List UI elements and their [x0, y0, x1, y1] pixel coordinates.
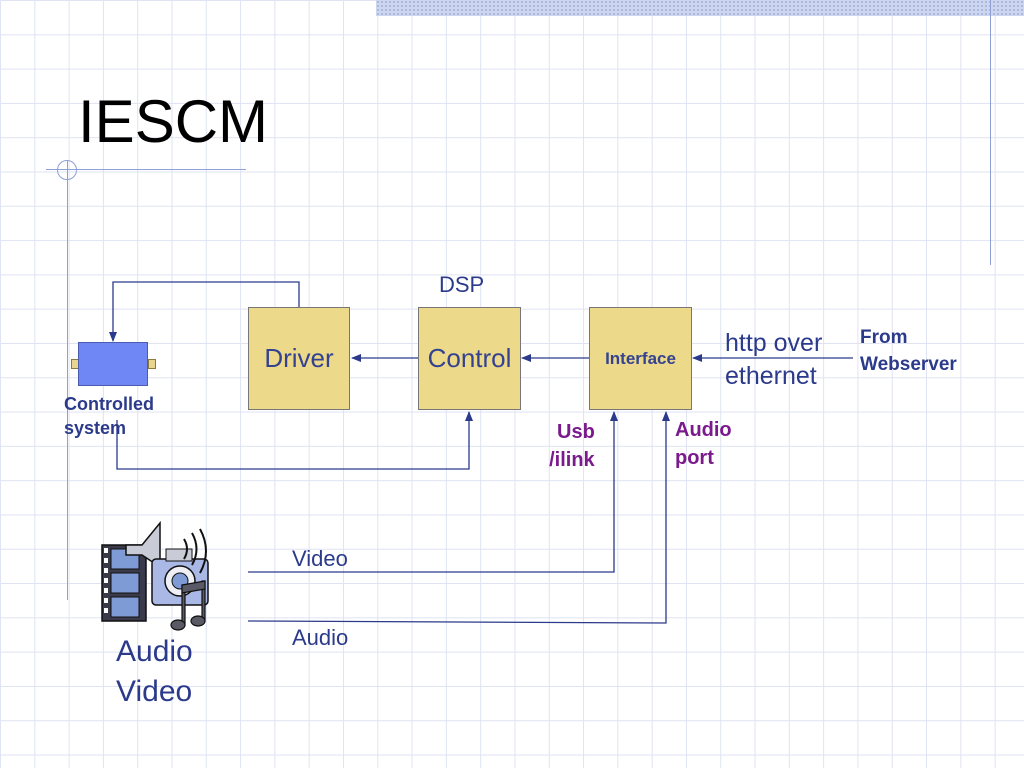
- audio-port-label: Audio port: [675, 416, 732, 472]
- usb-line2: /ilink: [549, 449, 595, 471]
- controlled-system-block: [78, 342, 148, 386]
- slide-title: IESCM: [78, 88, 269, 155]
- audio-video-clipart-icon: [101, 520, 209, 631]
- control-box: Control: [418, 307, 521, 410]
- audio-link-line: [247, 411, 670, 624]
- audio-port-line2: port: [675, 447, 714, 469]
- decor-vertical-line-right: [990, 0, 991, 265]
- audio-video-caption-line2: Video: [116, 675, 193, 708]
- driver-box: Driver: [248, 307, 350, 410]
- system-to-control-line: [116, 411, 473, 470]
- control-label: Control: [427, 343, 512, 373]
- controlled-system-line2: system: [64, 418, 127, 438]
- http-line1: http over: [725, 329, 823, 357]
- decor-horizontal-line-left: [46, 169, 246, 170]
- video-link-label: Video: [292, 546, 348, 571]
- from-webserver-label: From Webserver: [860, 324, 957, 378]
- audio-video-caption-line1: Audio: [116, 635, 193, 668]
- http-line2: ethernet: [725, 362, 817, 390]
- decor-vertical-line-left: [67, 160, 68, 600]
- controlled-system-label: Controlled system: [64, 392, 154, 440]
- driver-to-system-line: [109, 281, 300, 342]
- driver-label: Driver: [264, 343, 334, 373]
- video-link-line: [248, 411, 618, 573]
- usb-ilink-label: Usb /ilink: [549, 418, 595, 474]
- controlled-system-line1: Controlled: [64, 394, 154, 414]
- dsp-label: DSP: [439, 272, 485, 297]
- source-line2: Webserver: [860, 354, 957, 375]
- decor-ring: [57, 160, 77, 180]
- source-line1: From: [860, 327, 908, 348]
- audio-link-label: Audio: [292, 625, 349, 650]
- header-pattern-band: [376, 0, 1024, 16]
- interface-box: Interface: [589, 307, 692, 410]
- audio-port-line1: Audio: [675, 419, 732, 441]
- controlled-system-right-connector: [148, 359, 156, 369]
- audio-video-caption: Audio Video: [116, 632, 193, 712]
- http-over-ethernet-label: http over ethernet: [725, 327, 822, 393]
- interface-label: Interface: [605, 348, 676, 368]
- usb-line1: Usb: [557, 421, 595, 443]
